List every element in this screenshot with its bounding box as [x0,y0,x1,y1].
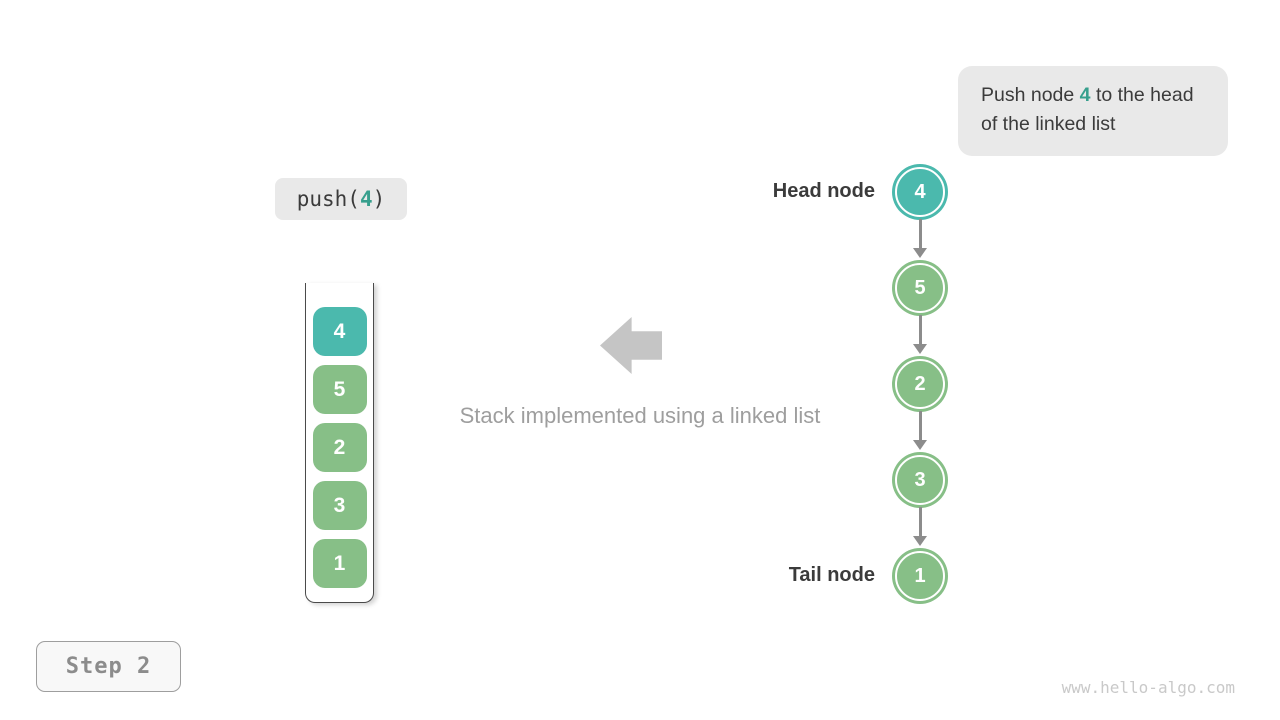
linked-list-node: 5 [892,260,948,316]
head-node-label: Head node [772,180,875,202]
operation-argument: 4 [359,187,373,211]
callout-highlight-value: 4 [1079,84,1091,106]
down-arrow-icon [911,411,929,453]
stack-item: 2 [312,423,367,472]
stack-container: 4 5 2 3 1 [305,283,374,603]
linked-list-node: 1 [892,548,948,604]
linked-list-node: 3 [892,452,948,508]
explanation-callout: Push node 4 to the head of the linked li… [958,66,1228,156]
down-arrow-icon [911,219,929,261]
left-arrow-icon [600,317,662,374]
push-operation-box: push(4) [275,178,407,220]
stack-item: 3 [312,481,367,530]
operation-prefix: push( [296,187,360,211]
stack-item: 1 [312,539,367,588]
callout-text-suffix: to the head of the linked list [981,84,1194,135]
stack-item: 5 [312,365,367,414]
step-badge: Step 2 [36,641,181,692]
stack-caption: Stack implemented using a linked list [459,403,821,428]
callout-text-prefix: Push node [981,84,1080,106]
linked-list-node: 2 [892,356,948,412]
down-arrow-icon [911,507,929,549]
linked-list-node-new: 4 [892,164,948,220]
watermark: www.hello-algo.com [1061,678,1235,697]
operation-suffix: ) [372,187,386,211]
down-arrow-icon [911,315,929,357]
tail-node-label: Tail node [788,564,875,586]
stack-item-new: 4 [312,307,367,356]
